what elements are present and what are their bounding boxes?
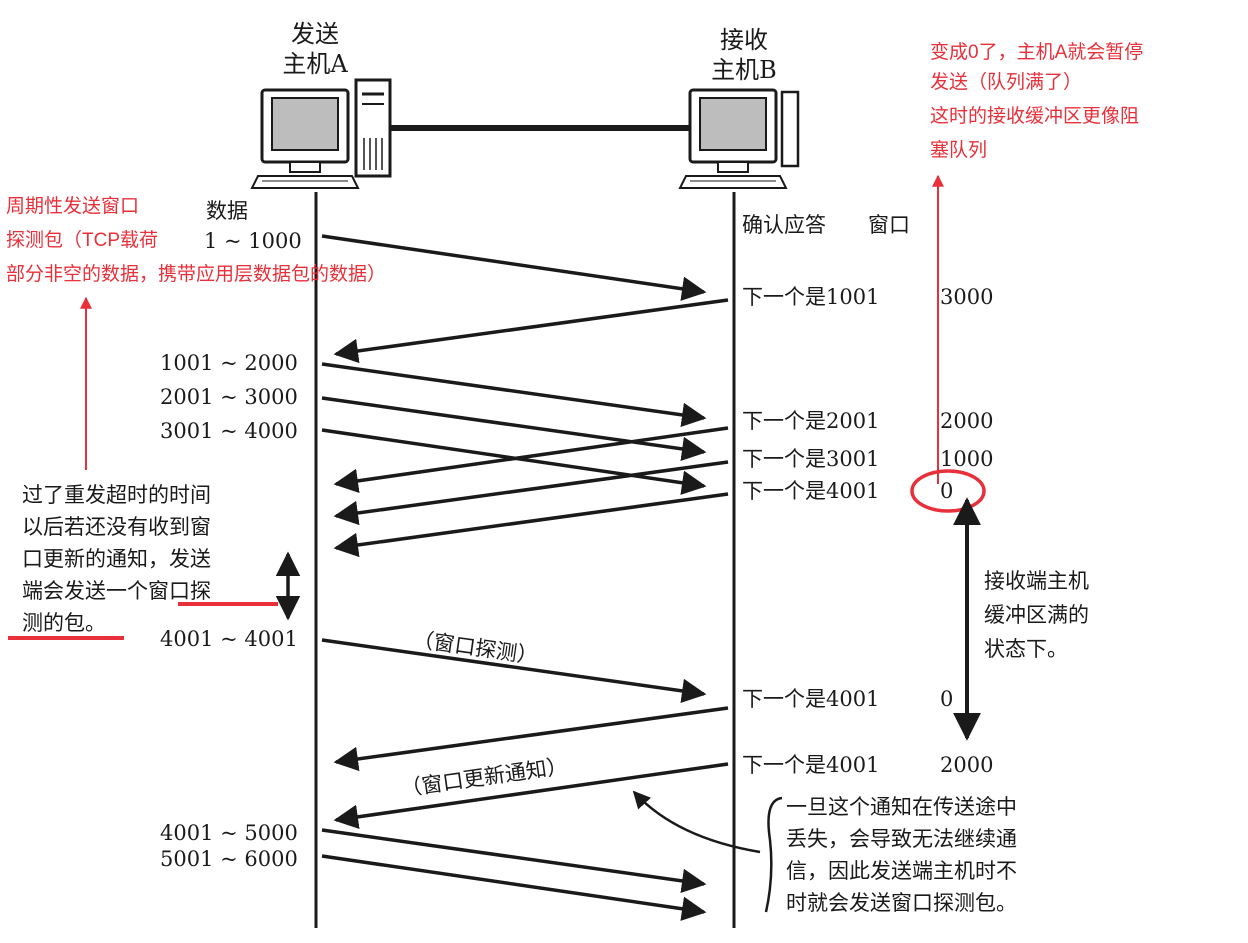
red-annotation-top-right: 塞队列 <box>930 139 987 161</box>
segment-label: 1 ~ 1000 <box>204 229 302 253</box>
segment-arrow <box>322 856 704 912</box>
ack-window-value: 3000 <box>940 285 993 309</box>
lost-note: 时就会发送窗口探测包。 <box>786 891 1017 915</box>
ack-arrow <box>336 428 728 484</box>
ack-arrow <box>336 708 728 762</box>
ack-label: 下一个是4001 <box>742 479 879 503</box>
sender-host-name: 主机A <box>282 50 348 78</box>
segment-arrow <box>322 364 704 418</box>
ack-label: 下一个是4001 <box>742 687 879 711</box>
ack-window-value: 0 <box>940 479 953 503</box>
timeout-note: 口更新的通知，发送 <box>22 547 211 571</box>
ack-arrow <box>336 300 728 354</box>
ack-label: 下一个是3001 <box>742 447 879 471</box>
segment-label: 4001 ~ 5000 <box>160 821 298 845</box>
segment-label: 3001 ~ 4000 <box>160 419 298 443</box>
ack-column-header: 确认应答 <box>742 213 826 237</box>
lost-note-pointer-arrow <box>634 792 760 852</box>
timeout-note: 测的包。 <box>22 611 106 635</box>
segment-arrow <box>322 830 704 884</box>
ack-label: 下一个是2001 <box>742 409 879 433</box>
segment-label: 4001 ~ 4001 <box>160 627 298 651</box>
receiver-host-name: 主机B <box>711 56 777 84</box>
data-column-header: 数据 <box>206 199 248 223</box>
ack-window-value: 2000 <box>940 409 993 433</box>
timeout-note: 以后若还没有收到窗 <box>22 515 211 539</box>
red-annotation-top-right: 这时的接收缓冲区更像阻 <box>930 105 1139 127</box>
segment-label: 1001 ~ 2000 <box>160 351 298 375</box>
buffer-full-note: 状态下。 <box>984 637 1068 661</box>
lost-note: 一旦这个通知在传送途中 <box>786 795 1017 819</box>
ack-arrow <box>336 462 728 516</box>
ack-label: 下一个是4001 <box>742 753 879 777</box>
segment-label: 5001 ~ 6000 <box>160 847 298 871</box>
receiver-computer-icon <box>680 90 798 188</box>
sender-host-label: 发送 <box>291 20 339 48</box>
ack-arrow <box>336 494 728 548</box>
segment-label: 2001 ~ 3000 <box>160 385 298 409</box>
red-annotation-top-right: 变成0了，主机A就会暂停 <box>930 41 1143 63</box>
buffer-full-note: 缓冲区满的 <box>984 603 1089 627</box>
segment-arrow <box>322 398 704 452</box>
timeout-note: 过了重发超时的时间 <box>22 483 211 507</box>
window-update-caption: （窗口更新通知） <box>399 754 569 801</box>
sender-computer-icon <box>252 80 390 188</box>
ack-window-value: 2000 <box>940 753 993 777</box>
lost-note: 信，因此发送端主机时不 <box>786 859 1017 883</box>
red-annotation-left: 周期性发送窗口 <box>6 195 139 217</box>
window-column-header: 窗口 <box>868 213 910 237</box>
lost-note: 丢失，会导致无法继续通 <box>786 827 1017 851</box>
receiver-host-label: 接收 <box>720 26 768 54</box>
red-annotation-left: 探测包（TCP载荷 <box>6 229 158 251</box>
lost-note-bracket <box>766 798 782 912</box>
timeout-note: 端会发送一个窗口探 <box>22 579 211 603</box>
ack-window-value: 1000 <box>940 447 993 471</box>
red-annotation-top-right: 发送（队列满了） <box>930 71 1082 93</box>
buffer-full-note: 接收端主机 <box>984 569 1089 593</box>
red-annotation-left: 部分非空的数据，携带应用层数据包的数据） <box>6 263 386 285</box>
ack-window-value: 0 <box>940 687 953 711</box>
ack-label: 下一个是1001 <box>742 285 879 309</box>
